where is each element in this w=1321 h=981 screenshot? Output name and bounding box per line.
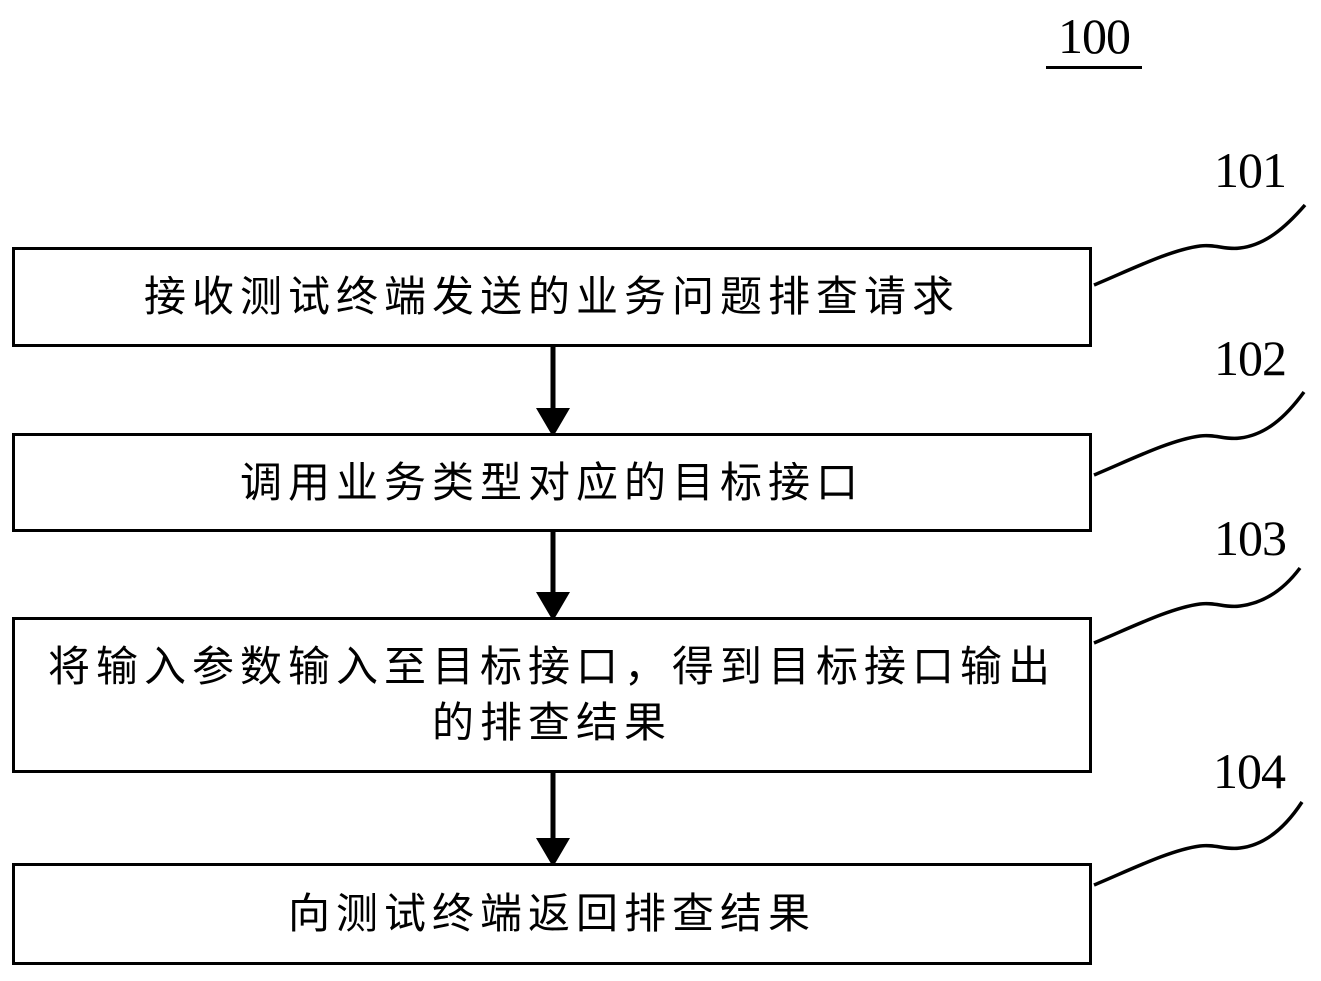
leader-line-101 [1093,203,1307,287]
flow-arrow-103-104 [536,773,570,867]
figure-number: 100 [1058,8,1131,64]
step-ref-label: 104 [1213,743,1286,799]
leader-line-103 [1093,566,1302,645]
leader-line-104 [1093,801,1304,887]
figure-number-underline [1046,66,1142,69]
step-text: 向测试终端返回排查结果 [287,889,816,938]
step-ref-label: 101 [1214,142,1287,198]
flow-arrow-102-103 [536,532,570,621]
step-box-101: 接收测试终端发送的业务问题排查请求 [12,247,1092,347]
step-box-103: 将输入参数输入至目标接口，得到目标接口输出的排查结果 [12,617,1092,773]
step-text: 接收测试终端发送的业务问题排查请求 [143,272,960,321]
leader-line-102 [1093,390,1306,477]
step-text: 将输入参数输入至目标接口，得到目标接口输出的排查结果 [47,642,1056,747]
step-ref-label: 102 [1214,330,1287,386]
flow-arrow-101-102 [536,347,570,437]
step-box-104: 向测试终端返回排查结果 [12,863,1092,965]
step-text: 调用业务类型对应的目标接口 [239,457,864,507]
step-box-102: 调用业务类型对应的目标接口 [12,433,1092,532]
step-ref-label: 103 [1214,510,1287,566]
